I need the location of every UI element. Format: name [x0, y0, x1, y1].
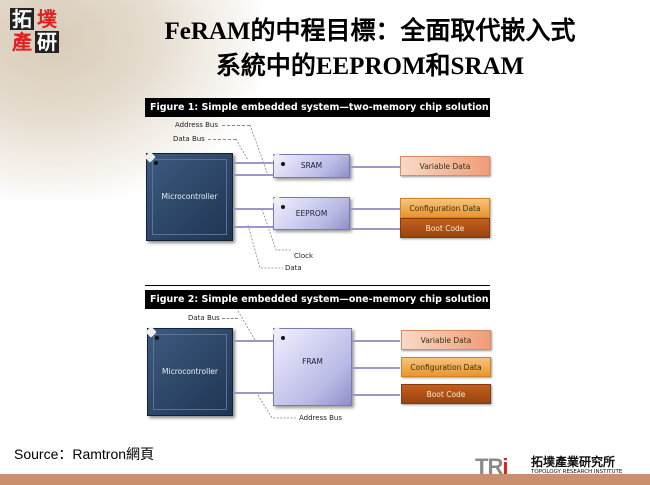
eeprom-label: EEPROM — [295, 208, 328, 218]
data-wire — [352, 340, 400, 342]
data-wire — [352, 367, 400, 369]
logo-char: 產 — [12, 30, 32, 54]
bus-wire — [233, 226, 273, 228]
figure1-title: Figure 1: Simple embedded system—two-mem… — [145, 98, 490, 117]
source-caption: Source：Ramtron網頁 — [14, 446, 155, 462]
figure2-microcontroller: Microcontroller — [145, 326, 233, 416]
address-bus-leader — [222, 125, 250, 126]
data-wire — [350, 208, 400, 210]
figure1-boot-code: Boot Code — [400, 218, 490, 238]
figure2-fram-chip: FRAM — [271, 326, 352, 406]
fram-label: FRAM — [302, 357, 323, 366]
footer-bar — [0, 474, 650, 485]
bus-wire — [233, 392, 273, 394]
org-name-cn: 拓墣產業研究所 — [531, 455, 616, 469]
figure1-configuration-data: Configuration Data — [400, 198, 490, 218]
bus-wire — [233, 162, 273, 164]
bus-wire — [233, 340, 273, 342]
tri-mark: TRi — [475, 454, 508, 479]
figure1-variable-data: Variable Data — [400, 156, 490, 176]
slide-title: FeRAM的中程目標：全面取代嵌入式 系統中的EEPROM和SRAM — [110, 14, 630, 84]
logo: 拓 墣 產 研 — [10, 8, 62, 54]
figure2-boot-code: Boot Code — [401, 384, 491, 404]
figure2-data-bus-label: Data Bus — [188, 314, 220, 322]
org-name-en: TOPOLOGY RESEARCH INSTITUTE — [531, 469, 623, 475]
tri-logo: TRi 拓墣產業研究所 TOPOLOGY RESEARCH INSTITUTE — [475, 456, 650, 478]
title-line-1: FeRAM的中程目標：全面取代嵌入式 — [164, 18, 576, 45]
data-wire — [352, 394, 400, 396]
title-line-2: 系統中的EEPROM和SRAM — [215, 53, 525, 80]
figure1-clock-label: Clock — [294, 252, 314, 260]
logo-char: 墣 — [37, 7, 57, 31]
sram-label: SRAM — [300, 161, 323, 170]
figure1-sram-chip: SRAM — [271, 152, 350, 178]
figure1-address-bus-label: Address Bus — [175, 121, 218, 129]
bus-wire — [233, 208, 273, 210]
figure1-data-label: Data — [285, 264, 302, 272]
figure1-data-bus-label: Data Bus — [173, 135, 205, 143]
figure1-eeprom-chip: EEPROM — [271, 195, 350, 230]
figure-separator — [145, 285, 490, 286]
figure2-title: Figure 2: Simple embedded system—one-mem… — [145, 290, 490, 309]
figure1-microcontroller: Microcontroller — [144, 151, 233, 241]
microcontroller-label: Microcontroller — [162, 367, 218, 376]
figure2-address-bus-label: Address Bus — [299, 414, 342, 422]
figure2-configuration-data: Configuration Data — [401, 357, 491, 377]
figure2-variable-data: Variable Data — [401, 330, 491, 350]
data-wire — [350, 228, 400, 230]
data-bus-leader — [222, 318, 238, 319]
logo-char: 拓 — [10, 7, 34, 31]
data-bus-leader — [208, 139, 236, 140]
bus-wire — [233, 174, 273, 176]
microcontroller-label: Microcontroller — [161, 192, 218, 201]
logo-char: 研 — [35, 30, 59, 54]
data-wire — [350, 166, 400, 168]
